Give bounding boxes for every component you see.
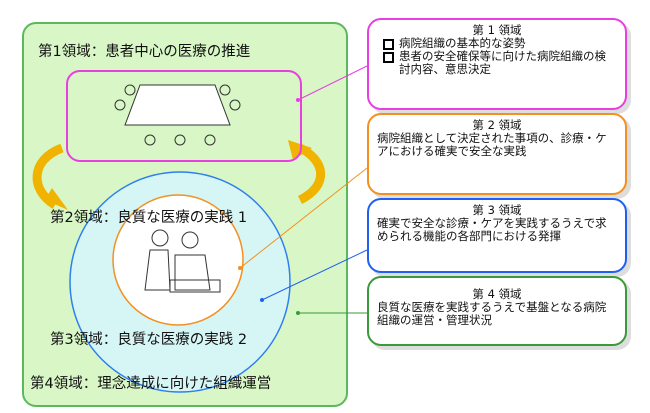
domain1-description: 第 1 領域 病院組織の基本的な姿勢 患者の安全確保等に向けた病院組織の検討内容… [367, 18, 627, 110]
bullet-item: 患者の安全確保等に向けた病院組織の検討内容、意思決定 [377, 50, 617, 76]
doctor-patient-illustration-icon [144, 229, 221, 293]
cycle-arrow-right-icon [297, 143, 326, 205]
bullet-item: 病院組織の基本的な姿勢 [377, 37, 617, 50]
domain3-text: 確実で安全な診療・ケアを実践するうえで求められる機能の各部門における発揮 [377, 216, 607, 243]
checkbox-square-icon [383, 39, 394, 50]
bullet-text: 病院組織の基本的な姿勢 [399, 36, 526, 50]
domain3-description: 第 3 領域 確実で安全な診療・ケアを実践するうえで求められる機能の各部門におけ… [367, 198, 627, 273]
connector-domain3 [261, 249, 368, 301]
domain1-box [66, 70, 302, 162]
connector-domain1 [297, 65, 368, 101]
domain1-title: 第 1 領域 [472, 23, 522, 37]
domain4-label: 第4領域：理念達成に向けた組織運営 [30, 376, 272, 392]
domain2-label: 第2領域：良質な医療の実践 1 [50, 210, 248, 226]
domain4-title: 第 4 領域 [472, 287, 522, 301]
domain4-description: 第 4 領域 良質な医療を実践するうえで基盤となる病院組織の運営・管理状況 [367, 276, 627, 346]
domain1-label: 第1領域：患者中心の医療の推進 [38, 44, 251, 60]
connector-domain2 [239, 167, 368, 269]
domain2-title: 第 2 領域 [472, 118, 522, 132]
bullet-text: 患者の安全確保等に向けた病院組織の検討内容、意思決定 [399, 49, 606, 76]
meeting-illustration-icon [114, 84, 241, 146]
domain2-description: 第 2 領域 病院組織として決定された事項の、診療・ケアにおける確実で安全な実践 [367, 113, 627, 195]
domain2-text: 病院組織として決定された事項の、診療・ケアにおける確実で安全な実践 [377, 131, 607, 158]
domain3-title: 第 3 領域 [472, 203, 522, 217]
checkbox-square-icon [383, 52, 394, 63]
domain3-label: 第3領域：良質な医療の実践 2 [50, 332, 248, 348]
domain4-text: 良質な医療を実践するうえで基盤となる病院組織の運営・管理状況 [377, 300, 607, 327]
